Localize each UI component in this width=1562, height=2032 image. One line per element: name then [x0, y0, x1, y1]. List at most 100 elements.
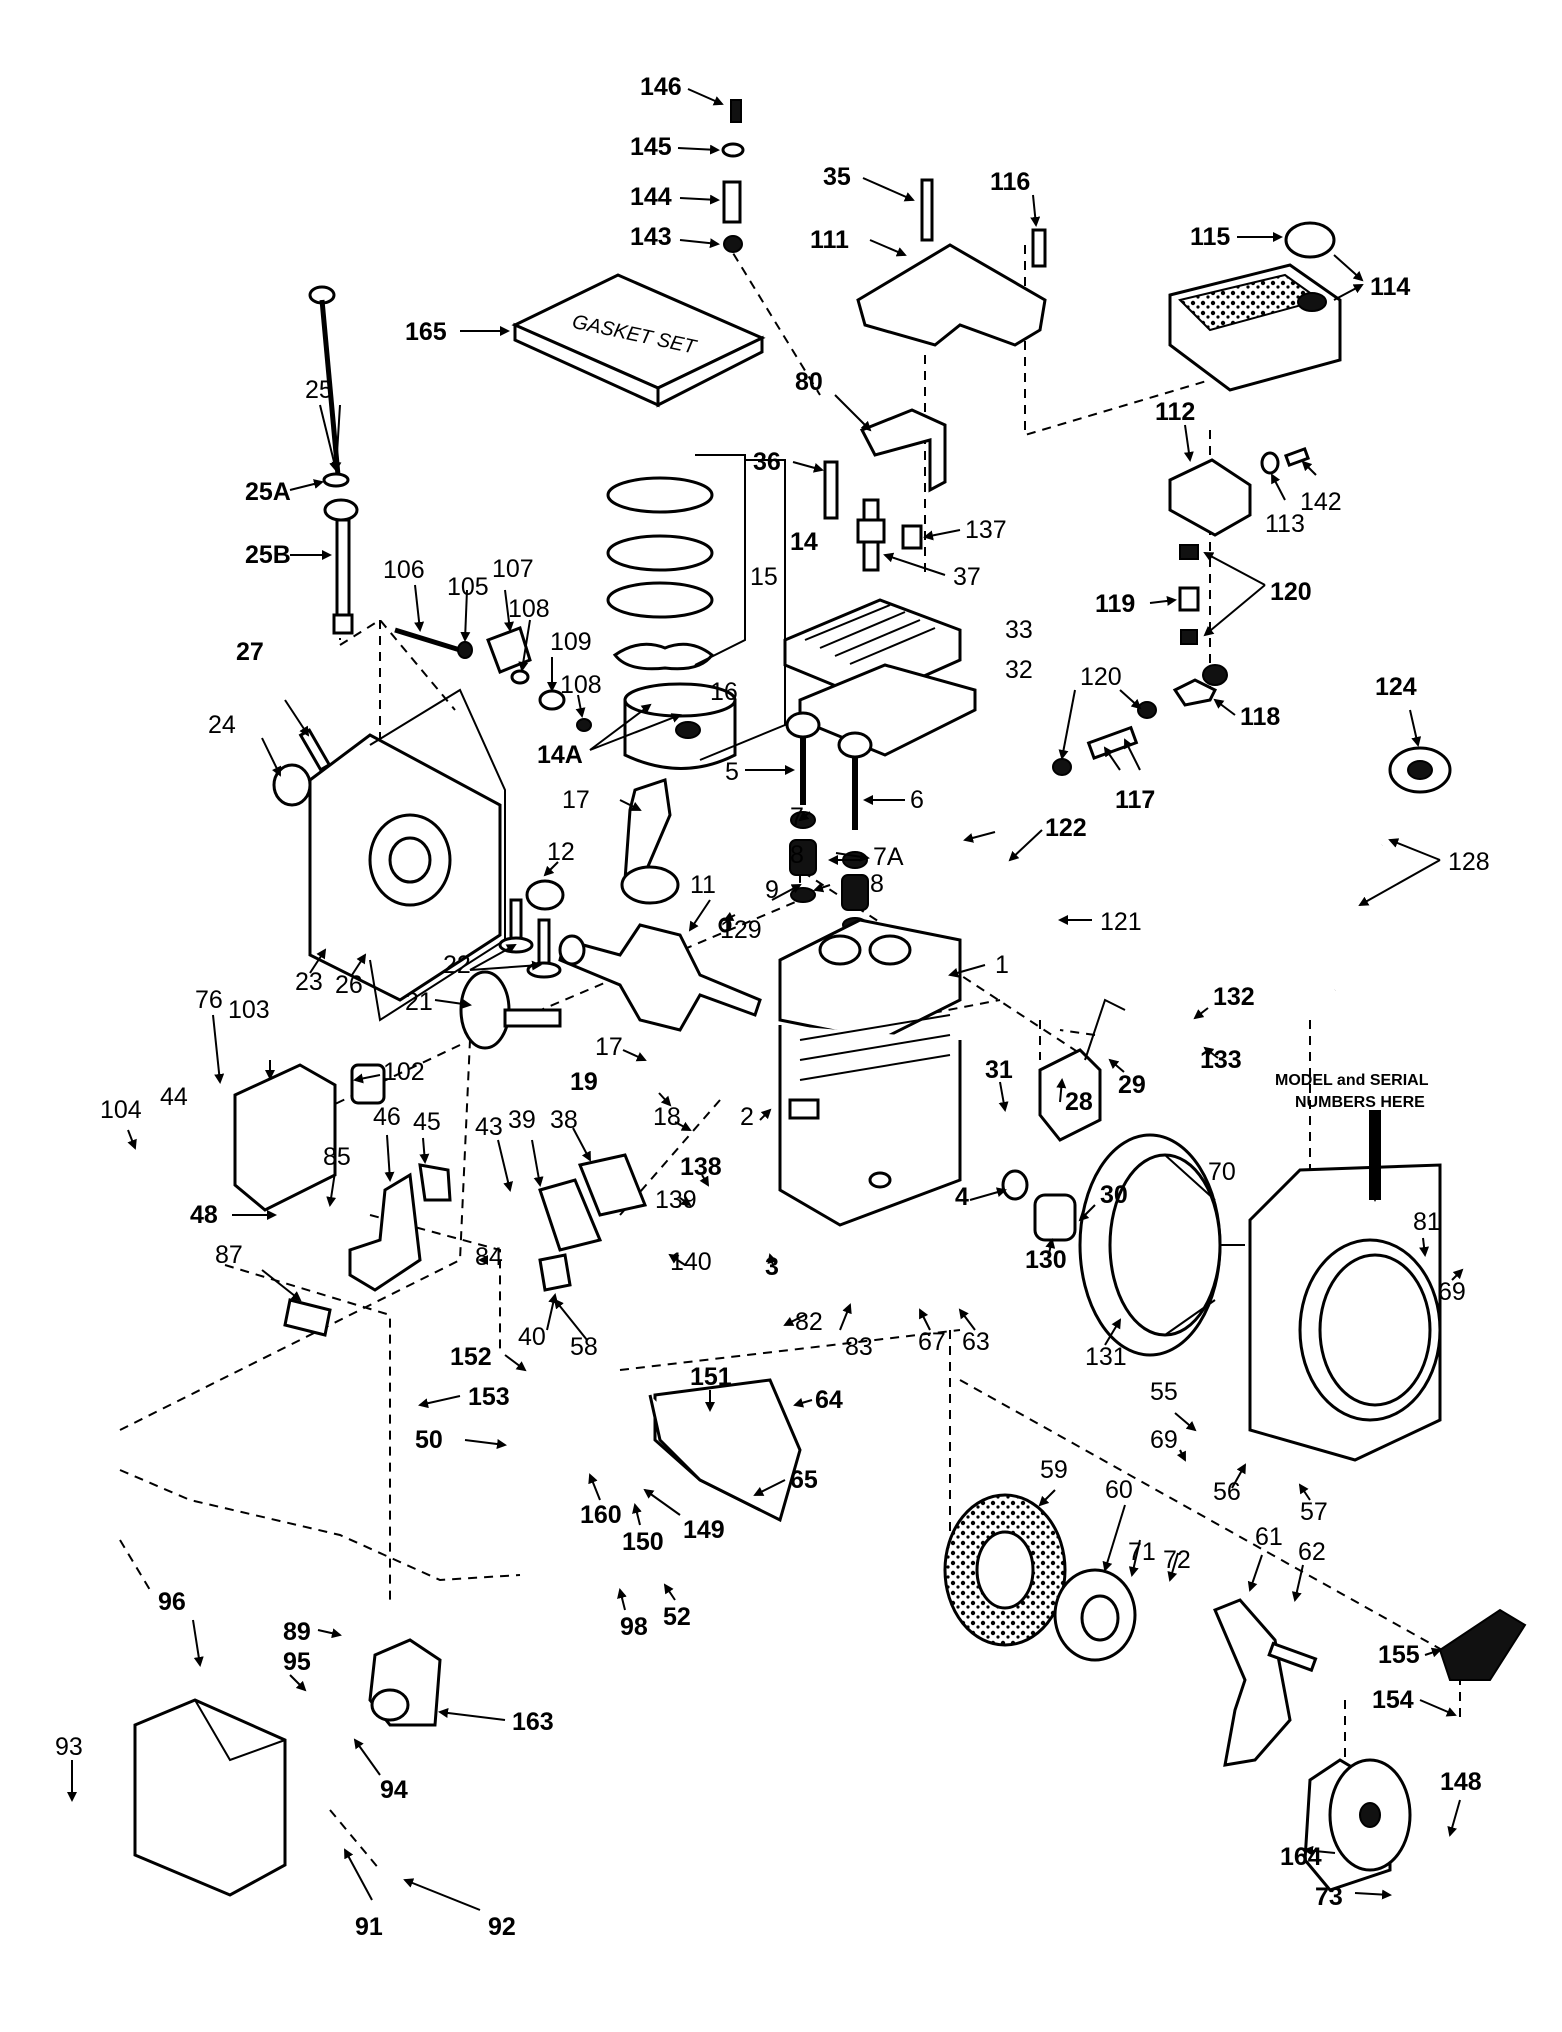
spring-8b: [841, 874, 869, 911]
part-label-65: 65: [790, 1466, 818, 1494]
part-label-25b: 25B: [245, 541, 291, 569]
part-label-124: 124: [1375, 673, 1417, 701]
part-label-7: 7: [790, 803, 804, 831]
part-label-164: 164: [1280, 1843, 1322, 1871]
part-label-111: 111: [810, 226, 849, 254]
part-label-32: 32: [1005, 656, 1033, 684]
part-label-113: 113: [1265, 510, 1305, 538]
part-label-105: 105: [447, 573, 489, 601]
part-number-labels: 146 145 144 143 35 116 115 114 111 165 2…: [55, 73, 1490, 1941]
fuel-cap-115: [1284, 221, 1336, 259]
part-label-121: 121: [1100, 908, 1142, 936]
part-label-129: 129: [720, 916, 762, 944]
part-label-9: 9: [765, 876, 779, 904]
ignition-coil-28: [1038, 1048, 1102, 1142]
starter-cup-130: [1033, 1193, 1077, 1242]
part-label-64: 64: [815, 1386, 843, 1414]
part-label-60: 60: [1105, 1476, 1133, 1504]
part-label-145: 145: [630, 133, 672, 161]
part-label-96: 96: [158, 1588, 186, 1616]
clamp-120-top: [1179, 544, 1199, 560]
part-label-55: 55: [1150, 1378, 1178, 1406]
part-label-91: 91: [355, 1913, 383, 1941]
part-label-3: 3: [765, 1253, 779, 1281]
part-label-104: 104: [100, 1096, 142, 1124]
bolt-144: [722, 180, 742, 224]
part-label-133: 133: [1200, 1046, 1242, 1074]
part-label-165: 165: [405, 318, 447, 346]
part-label-6: 6: [910, 786, 924, 814]
part-label-149: 149: [683, 1516, 725, 1544]
part-label-28: 28: [1065, 1088, 1093, 1116]
model-serial-note-line-2: NUMBERS HERE: [1295, 1094, 1425, 1111]
valve-6-head: [837, 731, 873, 759]
part-label-118: 118: [1240, 703, 1280, 731]
piston-ring-2: [606, 534, 714, 572]
part-label-153: 153: [468, 1383, 510, 1411]
part-label-12: 12: [547, 838, 575, 866]
clamp-120-right: [1137, 701, 1157, 719]
bolt-36: [823, 460, 839, 520]
part-label-92: 92: [488, 1913, 516, 1941]
part-label-137: 137: [965, 516, 1007, 544]
bolt-146: [730, 99, 742, 123]
part-label-57: 57: [1300, 1498, 1328, 1526]
seal-12: [525, 879, 565, 911]
fuel-line-117: [1086, 725, 1139, 760]
tube-25B-top: [323, 498, 359, 522]
part-label-102: 102: [383, 1058, 425, 1086]
part-label-39: 39: [508, 1106, 536, 1134]
part-label-115: 115: [1190, 223, 1230, 251]
valve-5-head: [785, 711, 821, 739]
piston-ring-1: [606, 476, 714, 514]
part-label-29: 29: [1118, 1071, 1146, 1099]
part-label-25: 25: [305, 376, 333, 404]
part-label-94: 94: [380, 1776, 408, 1804]
starter-handle-155: [1438, 1608, 1527, 1681]
part-label-89: 89: [283, 1618, 311, 1646]
part-drawings: GASKET SET: [133, 99, 1527, 1897]
washer-108a: [510, 669, 530, 685]
part-label-116: 116: [990, 168, 1030, 196]
part-label-108b: 108: [560, 671, 602, 699]
part-label-72: 72: [1163, 1546, 1191, 1574]
part-label-5: 5: [725, 758, 739, 786]
part-label-8b: 8: [870, 870, 884, 898]
part-label-108a: 108: [508, 595, 550, 623]
part-label-152: 152: [450, 1343, 492, 1371]
part-label-163: 163: [512, 1708, 554, 1736]
part-label-23: 23: [295, 968, 323, 996]
part-label-46: 46: [373, 1103, 401, 1131]
washer-4: [1001, 1169, 1029, 1201]
part-label-56: 56: [1213, 1478, 1241, 1506]
part-label-73: 73: [1315, 1883, 1343, 1911]
part-label-2: 2: [740, 1103, 754, 1131]
part-label-17b: 17: [595, 1033, 623, 1061]
part-label-27: 27: [236, 638, 264, 666]
part-label-58: 58: [570, 1333, 598, 1361]
part-label-148: 148: [1440, 1768, 1482, 1796]
part-label-61: 61: [1255, 1523, 1283, 1551]
part-label-107: 107: [492, 555, 534, 583]
part-label-1: 1: [995, 951, 1009, 979]
part-label-44: 44: [160, 1083, 188, 1111]
part-label-122: 122: [1045, 814, 1087, 842]
part-label-128: 128: [1448, 848, 1490, 876]
part-label-17a: 17: [562, 786, 590, 814]
bracket-111: [856, 243, 1047, 347]
part-label-33: 33: [1005, 616, 1033, 644]
bracket-112: [1168, 458, 1252, 537]
part-label-15: 15: [750, 563, 778, 591]
fuel-line-119: [1178, 586, 1200, 612]
part-label-144: 144: [630, 183, 672, 211]
clamp-120-left: [1052, 758, 1072, 776]
part-label-120b: 120: [1080, 663, 1122, 691]
part-label-106: 106: [383, 556, 425, 584]
part-label-95: 95: [283, 1648, 311, 1676]
part-label-140: 140: [670, 1248, 712, 1276]
part-label-138: 138: [680, 1153, 722, 1181]
part-label-76: 76: [195, 986, 223, 1014]
camshaft-gear-21: [459, 970, 511, 1050]
part-label-43: 43: [475, 1113, 503, 1141]
